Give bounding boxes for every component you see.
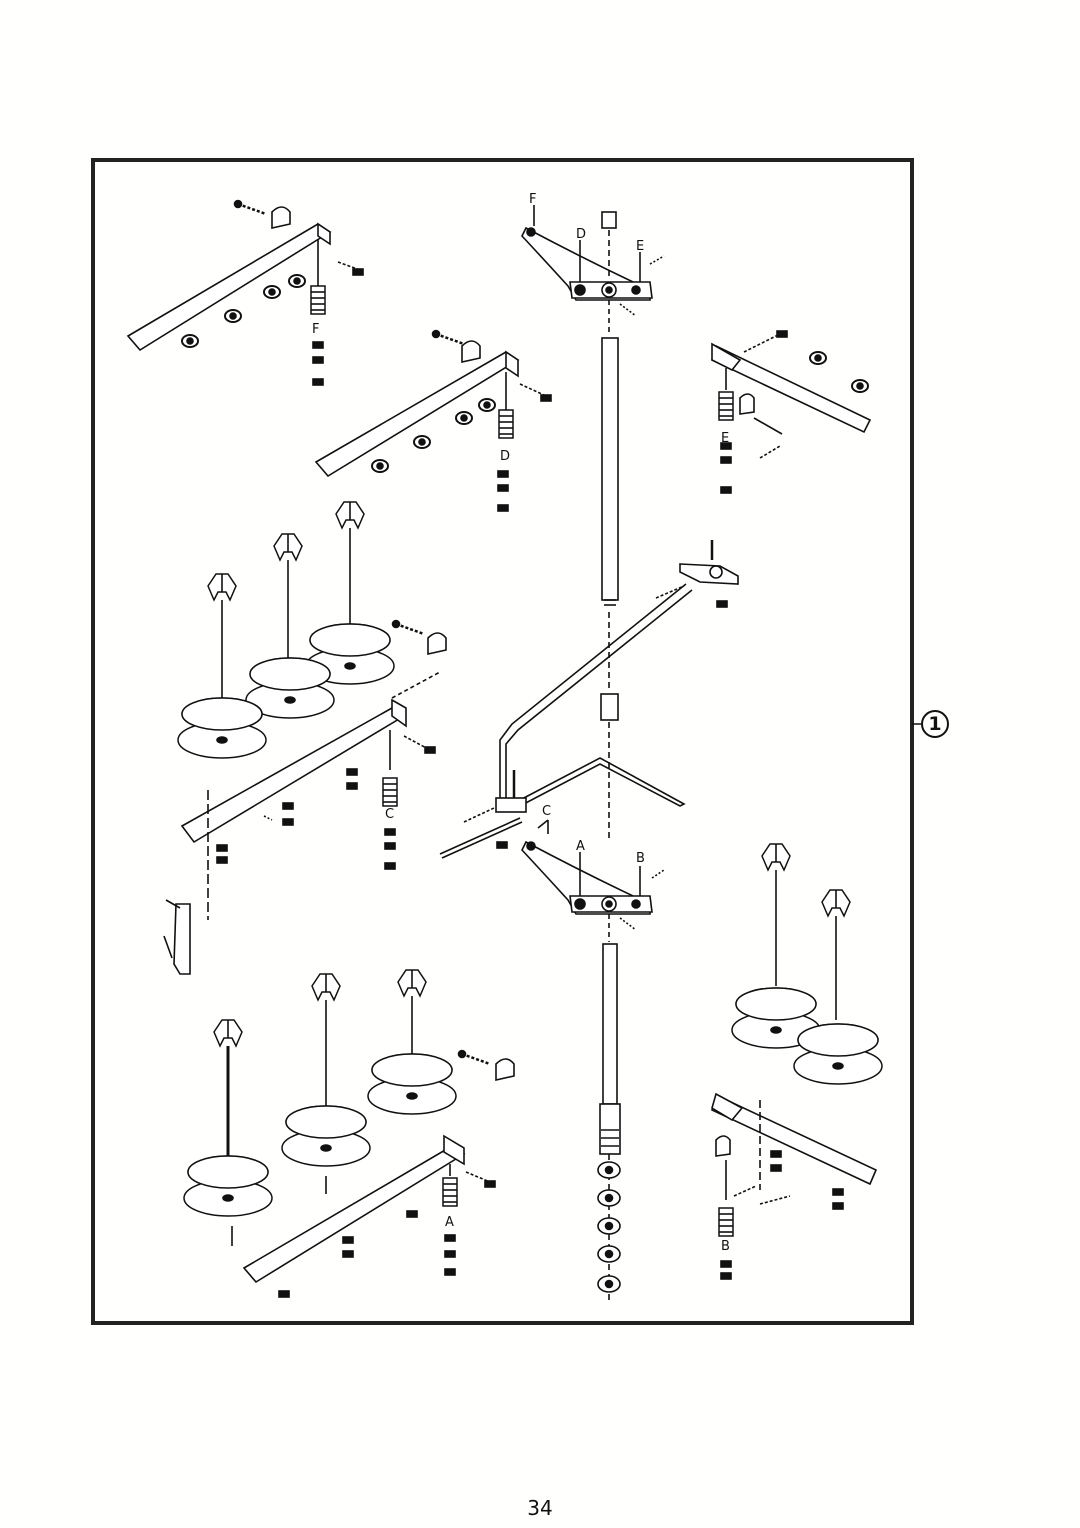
label-left-rack-f: F bbox=[312, 322, 319, 337]
top-arm bbox=[521, 205, 665, 317]
label-right-rack-e: E bbox=[721, 431, 729, 446]
page-number: 34 bbox=[527, 1496, 553, 1520]
bottom-spool-rack bbox=[183, 969, 515, 1298]
diagram-frame bbox=[91, 158, 914, 1325]
label-rod-c: C bbox=[542, 804, 551, 819]
lower-pole bbox=[597, 914, 621, 1300]
label-middle-rack-d: D bbox=[500, 449, 510, 464]
label-bottom-right-b: B bbox=[721, 1239, 730, 1254]
cross-rod bbox=[439, 540, 739, 859]
middle-rack bbox=[314, 329, 552, 512]
upper-pole bbox=[600, 300, 619, 838]
lower-arm bbox=[521, 840, 665, 931]
label-lower-arm-b: B bbox=[636, 851, 645, 866]
label-top-arm-d: D bbox=[576, 227, 586, 242]
top-left-rack bbox=[126, 199, 364, 386]
label-bottom-rack-a: A bbox=[445, 1215, 454, 1230]
left-spool-rack bbox=[163, 501, 447, 975]
label-left-rack-c: C bbox=[385, 807, 394, 822]
top-right-rack bbox=[711, 330, 872, 494]
label-top-arm-e: E bbox=[636, 239, 644, 254]
callout-number: 1 bbox=[921, 710, 949, 738]
bottom-right-spool-rack bbox=[710, 843, 883, 1280]
label-top-arm-f: F bbox=[529, 192, 536, 207]
label-lower-arm-a: A bbox=[576, 839, 585, 854]
